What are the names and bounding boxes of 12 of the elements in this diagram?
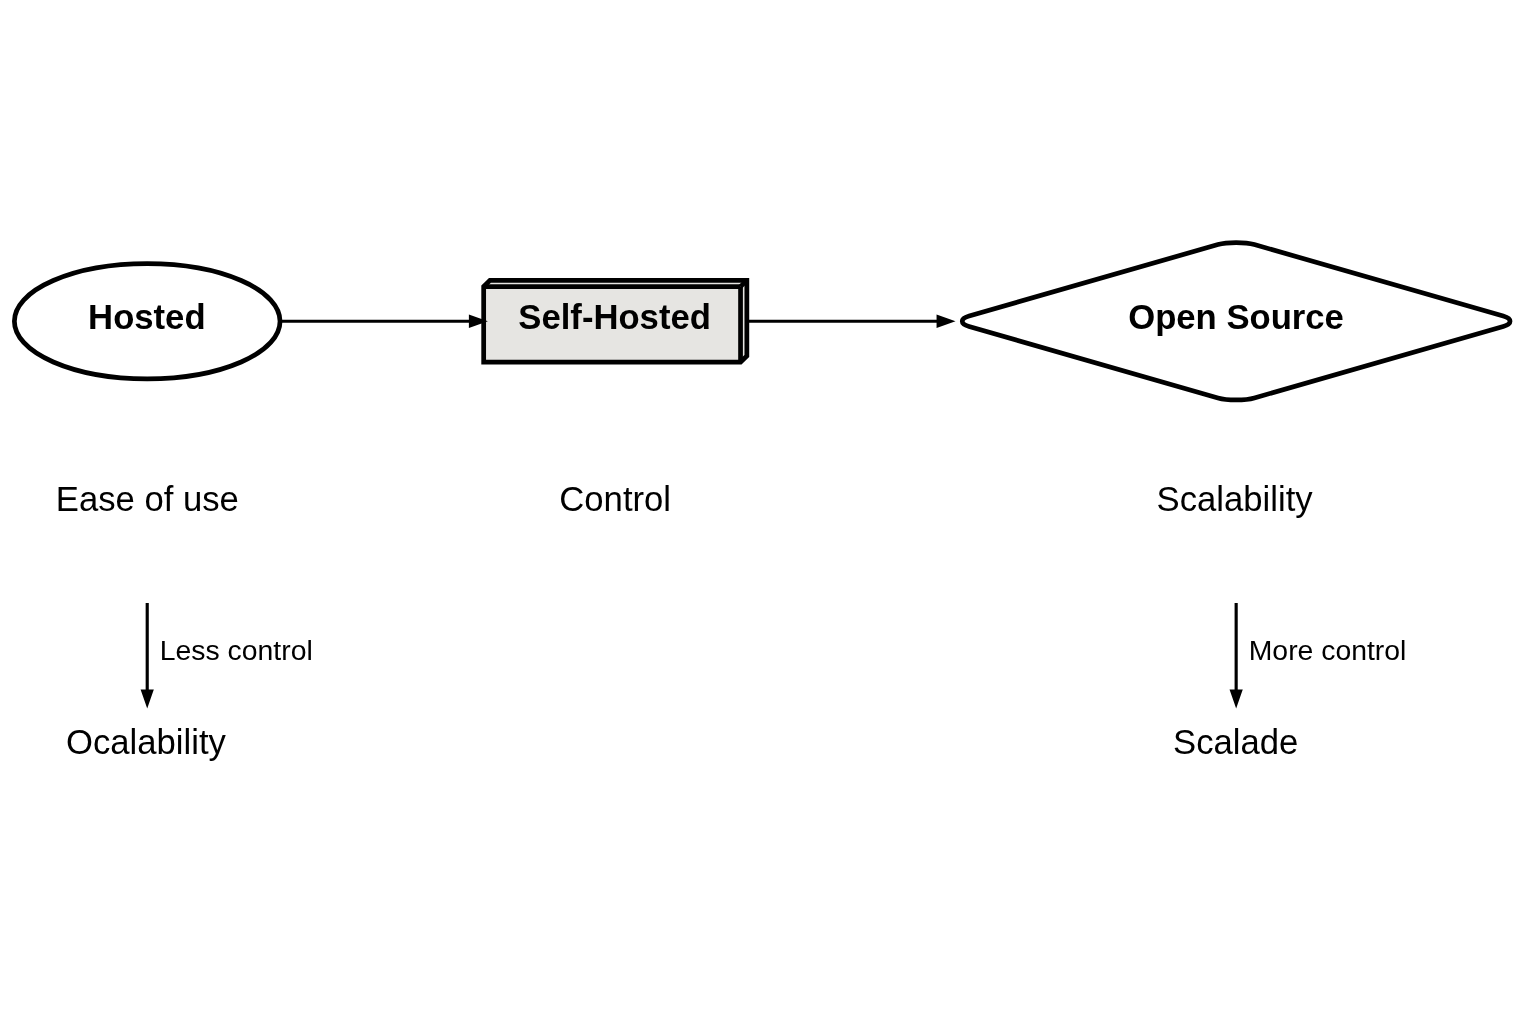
node-text: Scalade (1173, 722, 1299, 761)
node-label: Control (559, 479, 672, 518)
edge-label: More control (1248, 633, 1407, 666)
node-label: Scalability (1156, 479, 1313, 518)
arrow (140, 602, 154, 708)
arrow (1229, 602, 1243, 708)
arrow (280, 314, 488, 328)
node-ellipse: Hosted (12, 260, 283, 381)
node-text: Ocalability (66, 722, 226, 761)
edge-label: Less control (159, 633, 313, 666)
node-label: Ease of use (55, 479, 239, 518)
arrow (747, 314, 956, 328)
